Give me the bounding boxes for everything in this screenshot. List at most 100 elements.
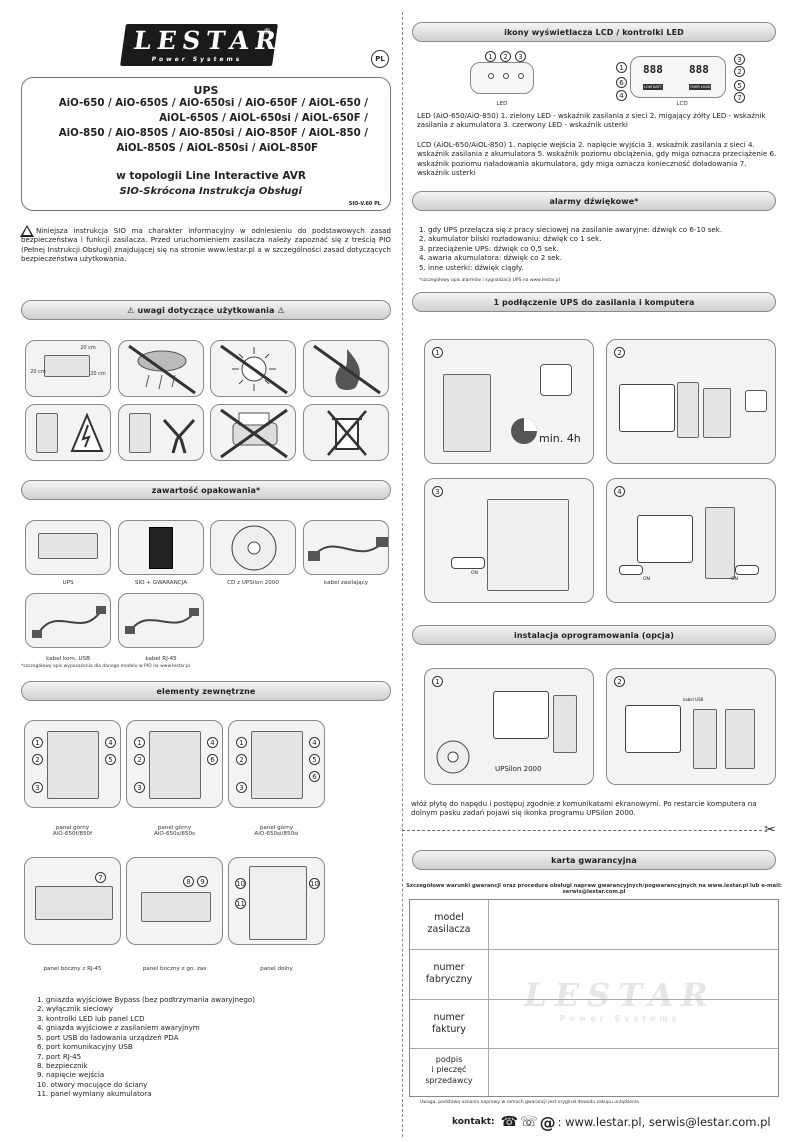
warranty-terms: Szczegółowe warunki gwarancji oraz proce… xyxy=(406,883,782,895)
usb-cable-label: kabel USB xyxy=(683,697,704,702)
connect-step-2: 2 xyxy=(606,339,776,464)
title-topology: w topologii Line Interactive AVR xyxy=(116,170,306,182)
list-item: 11. panel wymiany akumulatora xyxy=(37,1089,152,1099)
package-ups xyxy=(25,520,111,575)
high-voltage-icon xyxy=(70,413,104,452)
led-yellow-icon xyxy=(503,73,509,79)
package-label-power-cable: kabel zasilający xyxy=(323,580,369,586)
led-label: LED xyxy=(496,101,508,107)
brand-name: LESTAR xyxy=(131,26,284,55)
package-label-usb: kabel kom. USB xyxy=(46,656,90,662)
package-usb-cable xyxy=(25,593,111,648)
lcd-label: LCD xyxy=(676,101,688,107)
panel-top-1: 1 2 3 4 5 xyxy=(24,720,121,808)
title-box: UPS AiO-650 / AiO-650S / AiO-650si / AiO… xyxy=(21,77,391,211)
led-panel: 1 2 3 xyxy=(470,51,534,94)
warning-icon xyxy=(20,225,34,237)
led-green-icon xyxy=(488,73,494,79)
pliers-icon xyxy=(162,418,196,454)
software-step-1: 1 UPSilon 2000 xyxy=(424,668,594,785)
connect-step-1: 1 min. 4h xyxy=(424,339,594,464)
external-list: 1. gniazda wyjściowe Bypass (bez podtrzy… xyxy=(37,995,377,1099)
panel-bottom: 10 10 11 xyxy=(228,857,325,945)
list-item: 9. napięcie wejścia xyxy=(37,1070,105,1080)
monitor-icon xyxy=(637,515,693,563)
hand-icon xyxy=(735,565,759,575)
weee-bin-icon xyxy=(327,410,367,456)
monitor-icon xyxy=(625,705,681,753)
title-models-2: AiOL-650S / AiOL-650si / AiOL-650F / xyxy=(159,113,368,124)
section-warranty: karta gwarancyjna xyxy=(412,850,776,870)
title-models-1: AiO-650 / AiO-650S / AiO-650si / AiO-650… xyxy=(58,98,368,109)
package-label-rj45: kabel RJ-45 xyxy=(145,656,177,662)
list-item: 1. gniazda wyjściowe Bypass (bez podtrzy… xyxy=(37,995,255,1004)
list-item: 3. przeciążenie UPS: dźwięk co 0,5 sek. xyxy=(419,243,559,253)
usage-no-rain xyxy=(118,340,204,397)
outlet-icon xyxy=(540,364,572,396)
hand-icon xyxy=(451,557,485,569)
section-external: elementy zewnętrzne xyxy=(21,681,391,701)
outlet-icon xyxy=(745,390,767,412)
no-rain-icon xyxy=(128,344,196,395)
warning-icon: ⚠ xyxy=(277,305,285,315)
title-models-4: AiOL-850S / AiOL-850si / AiOL-850F xyxy=(116,143,318,154)
connect-step-3: 3 ON xyxy=(424,478,594,603)
software-step-2: 2 kabel USB xyxy=(606,668,776,785)
panel-side-power: 8 9 xyxy=(126,857,223,945)
cd-label: UPSilon 2000 xyxy=(495,765,542,773)
usage-no-fire xyxy=(303,340,389,397)
connect-step-4: 4 ON ON xyxy=(606,478,776,603)
package-manual xyxy=(118,520,204,575)
section-alarms: alarmy dźwiękowe* xyxy=(412,191,776,211)
phone-icon: ☎ xyxy=(500,1114,519,1130)
panel-side-caption-2: panel boczny z gn. zas xyxy=(142,966,207,972)
cd-icon xyxy=(231,525,277,571)
list-item: 7. port RJ-45 xyxy=(37,1051,82,1061)
list-item: 5. inne usterki: dźwięk ciągły. xyxy=(419,262,524,272)
panel-top-3: 1 2 3 4 5 6 xyxy=(228,720,325,808)
package-cd xyxy=(210,520,296,575)
lcd-low-batt-badge: LOW BATT xyxy=(643,84,663,90)
package-label-cd: CD z UPSilon 2000 xyxy=(227,580,279,586)
usage-no-tools xyxy=(118,404,204,461)
section-software: instalacja oprogramowania (opcja) xyxy=(412,625,776,645)
usage-no-open xyxy=(25,404,111,461)
usage-no-printer xyxy=(210,404,296,461)
list-item: 8. bezpiecznik xyxy=(37,1060,88,1070)
title-models-3: AiO-850 / AiO-850S / AiO-850si / AiO-850… xyxy=(58,128,368,139)
package-note: *szczegółowy opis wyposażenia dla danego… xyxy=(21,664,191,669)
list-item: 2. akumulator bliski rozładowaniu: dźwię… xyxy=(419,234,602,244)
panel-side-caption-3: panel dolny xyxy=(260,966,293,972)
section-connect: 1 podłączenie UPS do zasilania i kompute… xyxy=(412,292,776,312)
list-item: 1. gdy UPS przełącza się z pracy sieciow… xyxy=(419,225,723,234)
section-lcd: ikony wyświetlacza LCD / kontrolki LED xyxy=(412,22,776,42)
intro-text: Niniejsza instrukcja SIO ma charakter in… xyxy=(21,226,391,264)
package-label-ups: UPS xyxy=(62,580,74,586)
section-usage: ⚠ uwagi dotyczące użytkowania ⚠ xyxy=(21,300,391,320)
contact-label: kontakt: xyxy=(452,1117,495,1127)
usage-clearance: 20 cm 20 cm 20 cm xyxy=(25,340,111,397)
clearance-label: 20 cm xyxy=(90,371,106,377)
charge-time: min. 4h xyxy=(539,432,581,445)
lang-badge: PL xyxy=(371,50,389,68)
cd-icon xyxy=(436,740,470,774)
panel-side-rj45: 7 xyxy=(24,857,121,945)
on-label: ON xyxy=(731,577,738,582)
package-rj45-cable xyxy=(118,593,204,648)
watermark: LESTAR Power Systems xyxy=(524,976,716,1023)
led-red-icon xyxy=(518,73,524,79)
brand-tagline: Power Systems xyxy=(151,56,243,63)
column-divider xyxy=(402,12,403,1137)
lcd-digits-in: 888 xyxy=(643,63,663,76)
fax-icon: ☏ xyxy=(520,1114,538,1130)
title-version: SIO-V.60 PL xyxy=(348,201,381,207)
list-item: 6. port komunikacyjny USB xyxy=(37,1042,133,1052)
on-label: ON xyxy=(643,577,650,582)
lcd-overload-badge: OVER LOAD xyxy=(689,84,712,90)
contact-row: kontakt: ☎ ☏ @ : www.lestar.pl, serwis@l… xyxy=(452,1110,792,1134)
brand-logo: LESTAR ® Power Systems xyxy=(120,24,284,66)
